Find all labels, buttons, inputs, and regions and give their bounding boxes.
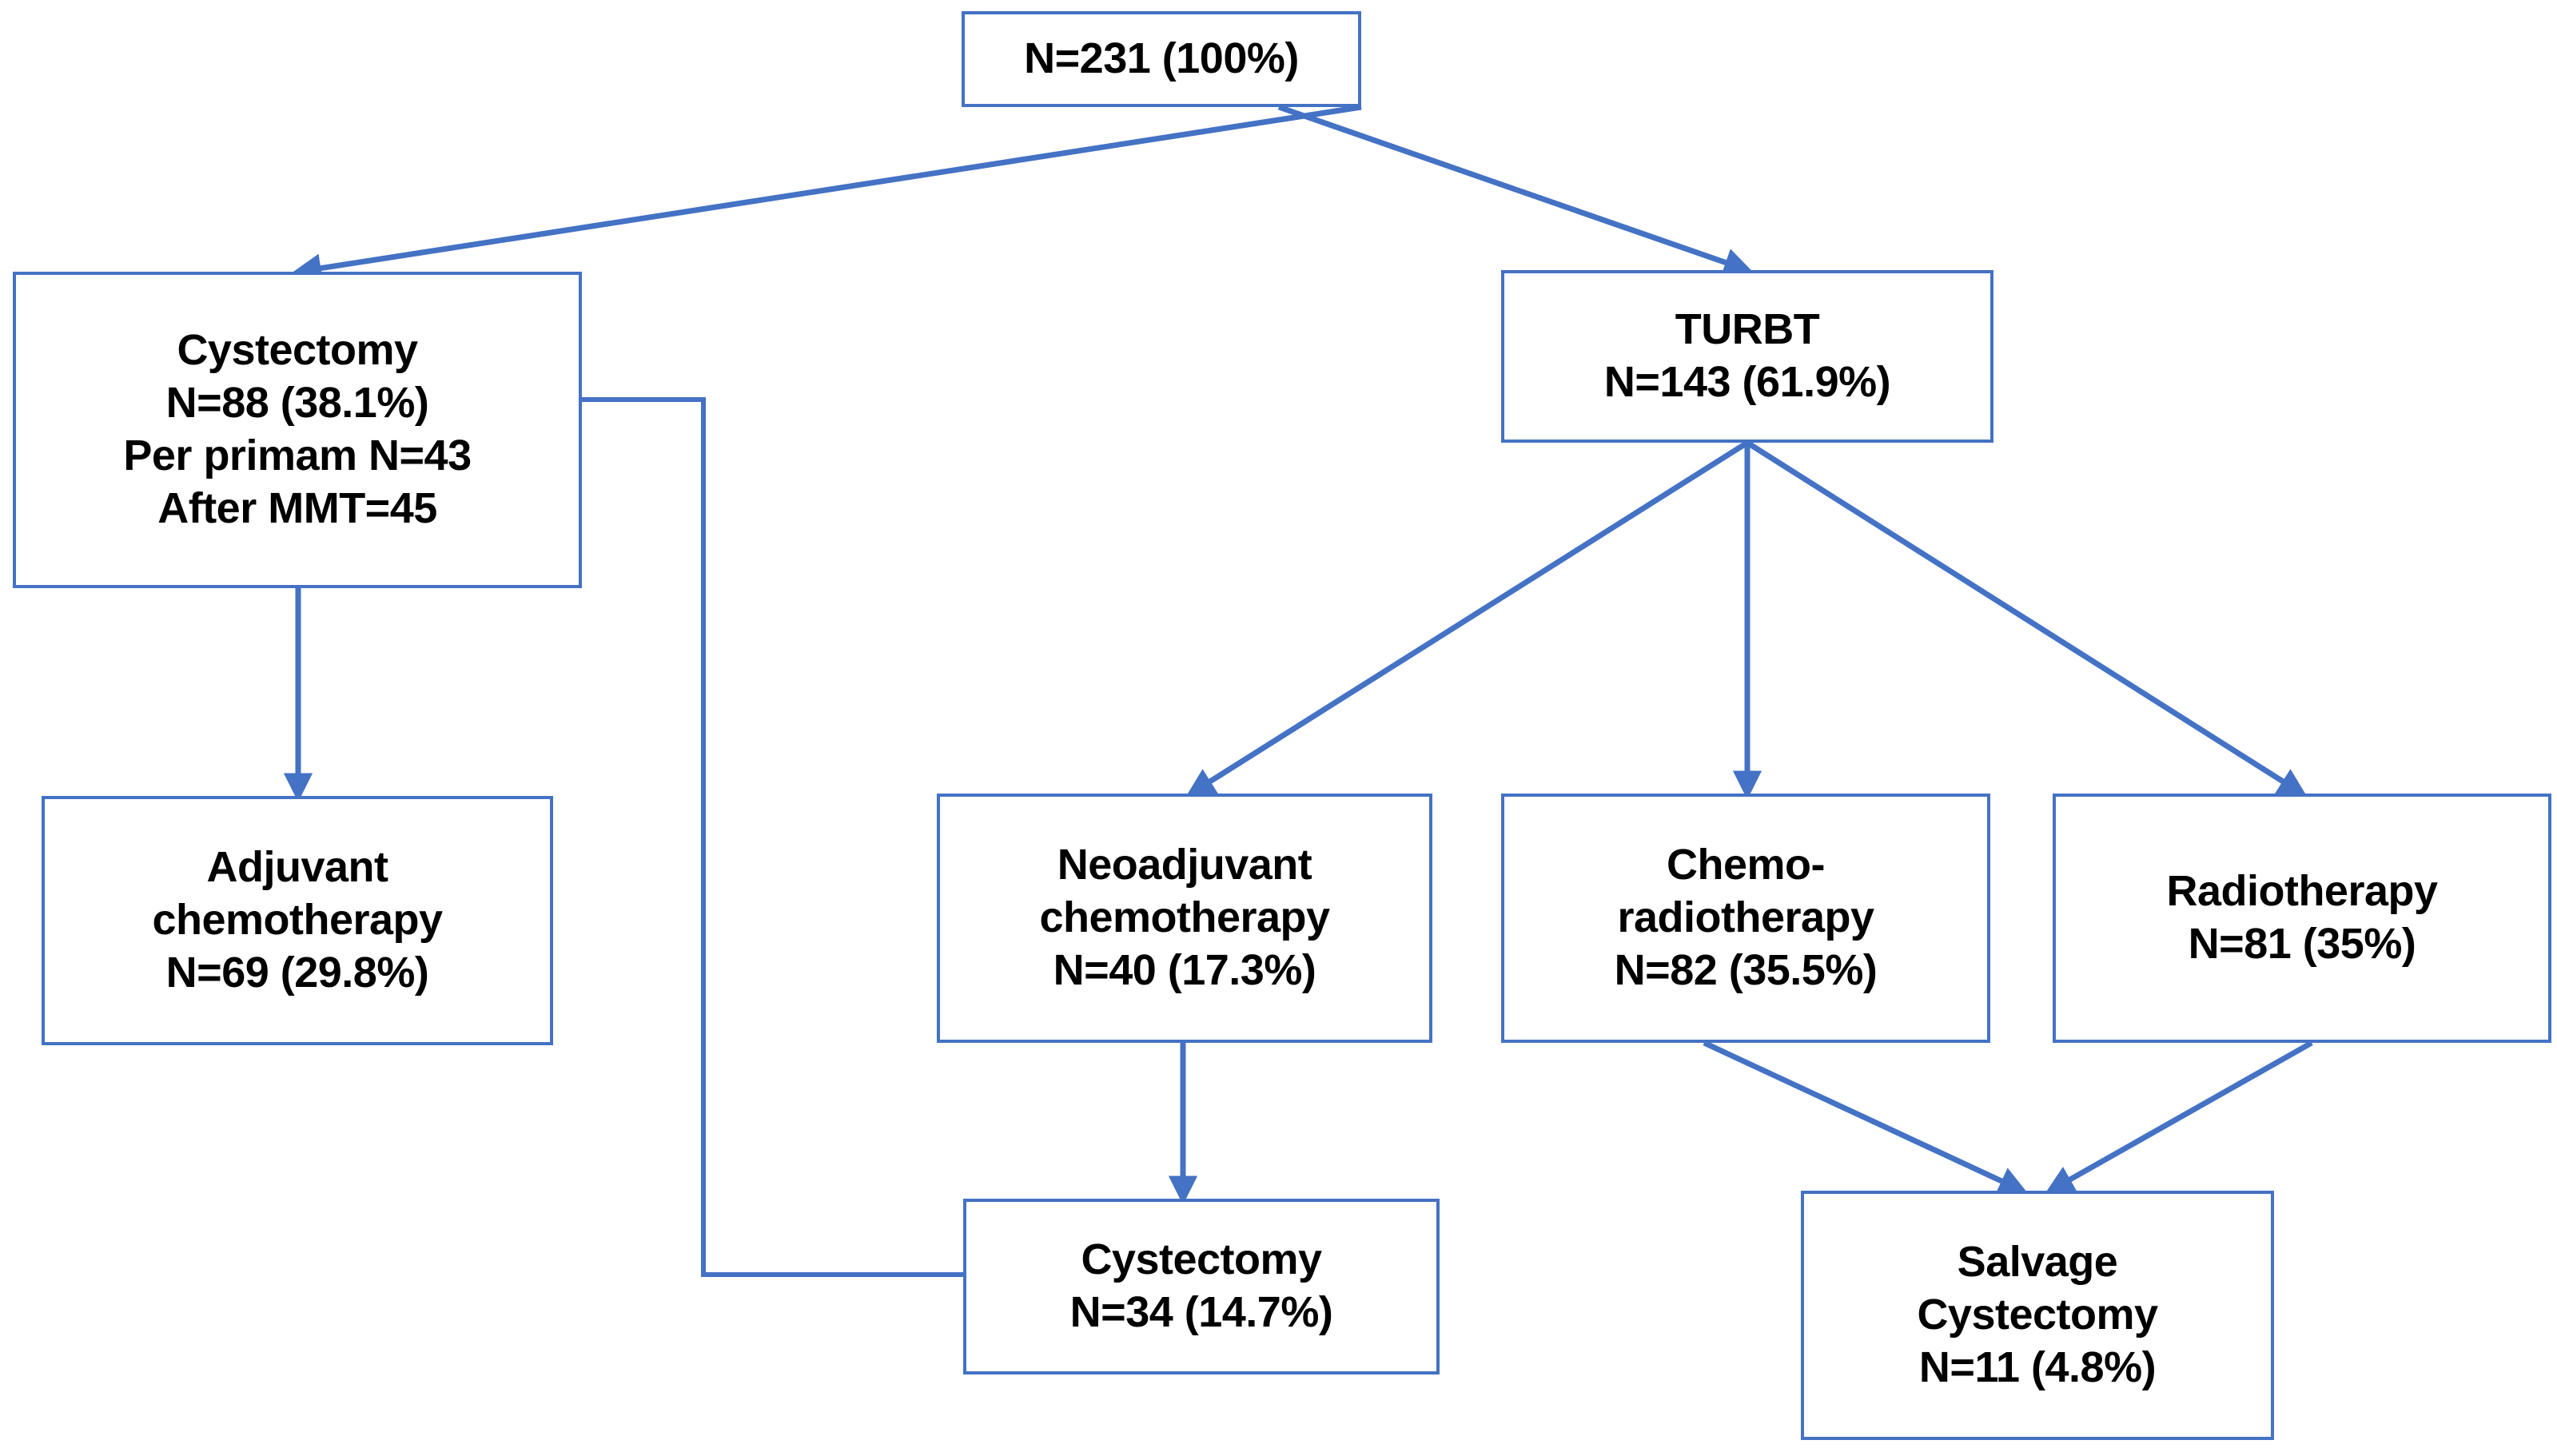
edge-cohort-to-cystectomy <box>292 104 1362 283</box>
node-text-line: N=81 (35%) <box>2188 920 2416 968</box>
node-text-line: Adjuvant <box>206 843 388 892</box>
node-text-line: Neoadjuvant <box>1057 841 1312 889</box>
node-text-line: N=11 (4.8%) <box>1918 1343 2157 1391</box>
node-text-line: Radiotherapy <box>2166 867 2438 916</box>
node-text-line: N=88 (38.1%) <box>165 379 429 428</box>
edge-radiotherapy-to-salvage <box>2045 1040 2313 1194</box>
edge-cohort-to-turbt <box>1277 104 1754 276</box>
node-text-line: chemotherapy <box>152 896 443 945</box>
edge-chemorad-to-salvage <box>1703 1040 2028 1195</box>
node-text-line: TURBT <box>1675 305 1820 354</box>
edge-turbt-to-neoadjuvant <box>1185 440 1749 798</box>
node-text-line: N=231 (100%) <box>1024 34 1299 83</box>
node-text-line: N=34 (14.7%) <box>1069 1288 1333 1336</box>
node-text-line: Per primam N=43 <box>123 432 472 479</box>
node-text-line: Cystectomy <box>1081 1235 1322 1284</box>
node-text-line: Cystectomy <box>177 326 418 375</box>
node-text-line: Chemo- <box>1667 841 1826 889</box>
node-text-line: After MMT=45 <box>157 483 437 532</box>
edge-cystectomy-to-cystectomy2 <box>582 397 963 1277</box>
node-total-cohort: N=231 (100%) <box>962 11 1361 107</box>
node-text-line: N=40 (17.3%) <box>1053 945 1316 994</box>
node-text-line: radiotherapy <box>1617 893 1874 942</box>
node-text-line: N=82 (35.5%) <box>1614 945 1878 994</box>
node-text-line: Cystectomy <box>1917 1291 2158 1339</box>
node-text-line: Salvage <box>1957 1238 2118 1287</box>
node-text-line: N=143 (61.9%) <box>1603 358 1891 406</box>
node-text-line: N=69 (29.8%) <box>165 948 429 997</box>
edge-turbt-to-radiotherapy <box>1746 440 2308 798</box>
node-text-line: chemotherapy <box>1039 893 1330 942</box>
